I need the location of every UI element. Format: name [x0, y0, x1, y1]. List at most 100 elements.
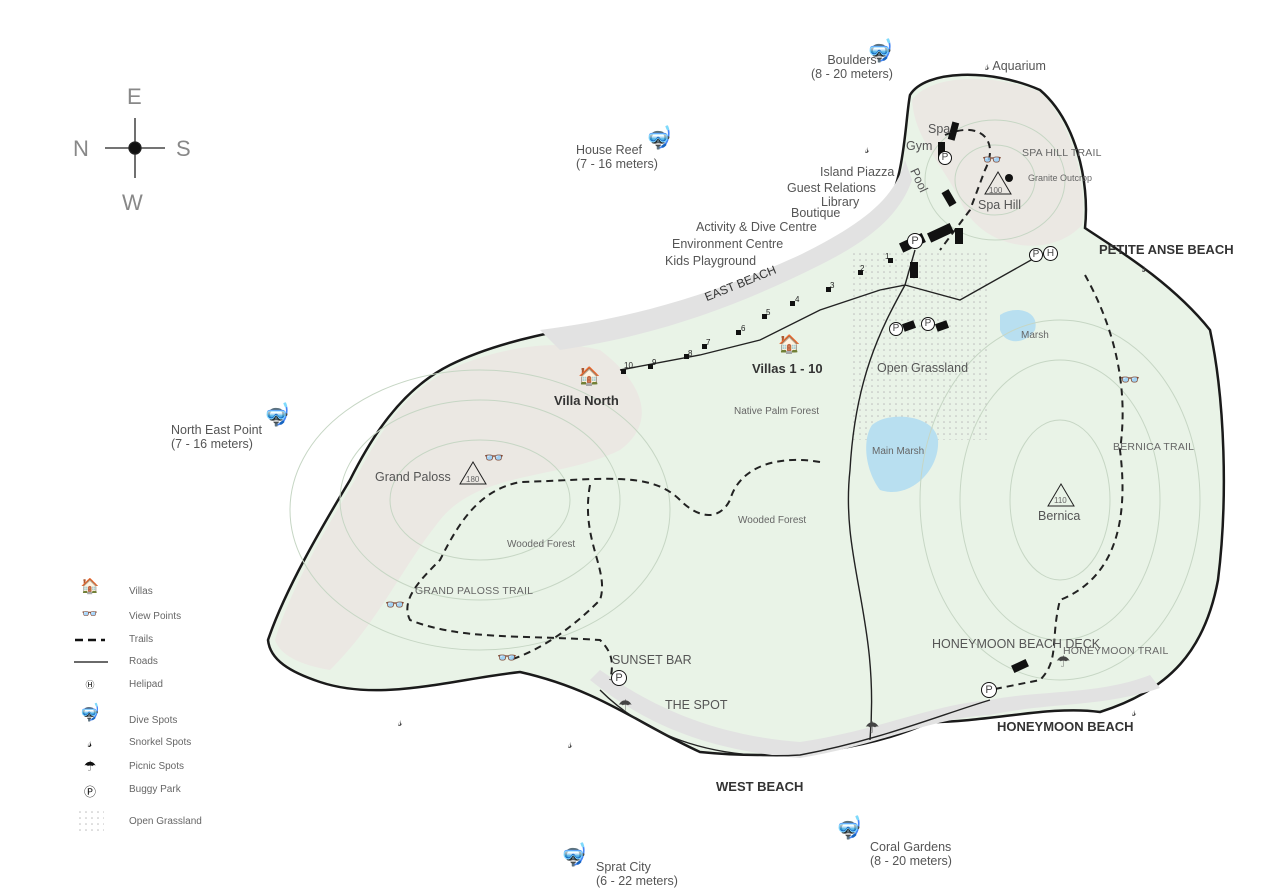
picnic-icon[interactable]: ☂: [1056, 654, 1071, 671]
villa-number[interactable]: 8: [688, 349, 693, 358]
facility-library[interactable]: Library: [821, 195, 860, 209]
facility-kids-playground[interactable]: Kids Playground: [665, 254, 757, 268]
view-point-icon[interactable]: 👓: [982, 152, 1002, 169]
dive-spot-depth: (7 - 16 meters): [171, 437, 253, 452]
picnic-icon[interactable]: ☂: [865, 720, 880, 737]
villa-number[interactable]: 7: [706, 338, 711, 347]
view-point-icon[interactable]: 👓: [1120, 372, 1140, 389]
legend-helipad: Helipad: [129, 679, 163, 690]
petite-anse-beach-label: PETITE ANSE BEACH: [1099, 242, 1234, 257]
dive-spot-name: Sprat City: [596, 860, 651, 874]
view-point-icon[interactable]: 👓: [385, 597, 405, 614]
snorkel-spot-aquarium[interactable]: 𝓈 Aquarium: [985, 59, 1046, 73]
helipad-icon: Ⓗ: [85, 680, 95, 690]
native-palm-forest-label: Native Palm Forest: [734, 406, 820, 417]
villa-markers: [621, 258, 893, 374]
snorkel-icon: 𝓈: [87, 736, 93, 750]
villa-number[interactable]: 1: [885, 252, 890, 261]
buggy-park-icon[interactable]: P: [938, 151, 952, 165]
sunset-bar-label[interactable]: SUNSET BAR: [612, 653, 692, 667]
buggy-park-icon[interactable]: P: [889, 322, 903, 336]
spa-hill-elevation: 100: [989, 186, 1003, 195]
legend-view-points: View Points: [129, 611, 182, 622]
facility-guest-relations[interactable]: Guest Relations: [787, 181, 876, 195]
facility-island-piazza[interactable]: Island Piazza: [820, 165, 895, 179]
spa-hill-label: Spa Hill: [978, 198, 1022, 212]
main-marsh-label: Main Marsh: [872, 446, 925, 457]
snorkel-icon[interactable]: 𝓈: [398, 715, 403, 729]
helipad-icon[interactable]: H: [1043, 246, 1058, 261]
honeymoon-trail-label: HONEYMOON TRAIL: [1063, 645, 1169, 657]
legend-snorkel-spots: Snorkel Spots: [129, 737, 192, 748]
dive-icon[interactable]: 🤿: [866, 38, 894, 63]
villa-number[interactable]: 6: [741, 324, 746, 333]
dive-spot-boulders[interactable]: Boulders(8 - 20 meters): [811, 53, 893, 82]
legend-buggy-park: Buggy Park: [129, 784, 181, 795]
villa-number[interactable]: 9: [652, 358, 657, 367]
picnic-icon[interactable]: ☂: [618, 698, 633, 715]
the-spot-label[interactable]: THE SPOT: [665, 698, 728, 712]
compass-west: W: [122, 190, 143, 215]
dive-spot-depth: (8 - 20 meters): [811, 67, 893, 82]
villa-number[interactable]: 4: [795, 295, 800, 304]
facility-gym[interactable]: Gym: [906, 139, 933, 153]
buggy-park-icon[interactable]: P: [1029, 248, 1043, 262]
dive-spot-coral-gardens[interactable]: Coral Gardens(8 - 20 meters): [870, 840, 952, 869]
view-point-icon[interactable]: 👓: [497, 650, 517, 667]
dive-icon[interactable]: 🤿: [835, 815, 863, 840]
villa-icon[interactable]: 🏠: [778, 334, 801, 354]
dive-spot-house-reef[interactable]: House Reef(7 - 16 meters): [576, 143, 658, 172]
villa-icon[interactable]: 🏠: [578, 366, 601, 386]
open-grassland-label: Open Grassland: [877, 361, 969, 375]
dive-spot-depth: (6 - 22 meters): [596, 874, 678, 889]
facility-environment-centre[interactable]: Environment Centre: [672, 237, 784, 251]
facility-activity-dive-centre[interactable]: Activity & Dive Centre: [696, 220, 817, 234]
view-point-icon[interactable]: 👓: [484, 450, 504, 467]
buggy-park-icon[interactable]: P: [907, 233, 923, 249]
granite-outcrop-dot: [1005, 174, 1013, 182]
villa-icon: 🏠: [80, 578, 100, 595]
villa-number[interactable]: 10: [624, 361, 633, 370]
dive-icon[interactable]: 🤿: [263, 402, 291, 427]
legend-villas: Villas: [129, 586, 153, 597]
legend-marks: [74, 638, 108, 834]
snorkel-icon[interactable]: 𝓈: [1142, 261, 1147, 275]
wooded-forest-label: Wooded Forest: [507, 539, 576, 550]
buggy-park-icon[interactable]: P: [981, 682, 997, 698]
trails: [406, 129, 1124, 691]
villa-number[interactable]: 5: [766, 308, 771, 317]
facility-boutique[interactable]: Boutique: [791, 206, 841, 220]
dive-spot-depth: (7 - 16 meters): [576, 157, 658, 172]
dive-icon[interactable]: 🤿: [645, 125, 673, 150]
snorkel-icon[interactable]: 𝓈: [865, 142, 870, 156]
dive-spot-name: House Reef: [576, 143, 643, 157]
roads: [599, 249, 1041, 757]
grand-paloss-label: Grand Paloss: [375, 470, 451, 484]
buggy-park-icon[interactable]: P: [611, 670, 627, 686]
legend-picnic-spots: Picnic Spots: [129, 761, 185, 772]
villa-north-label[interactable]: Villa North: [554, 393, 619, 408]
dive-spot-depth: (8 - 20 meters): [870, 854, 952, 869]
legend-dive-spots: Dive Spots: [129, 715, 178, 726]
dive-spot-north-east-point[interactable]: North East Point(7 - 16 meters): [171, 423, 262, 452]
buggy-park-icon[interactable]: P: [921, 317, 935, 331]
hill-area: [275, 345, 642, 670]
villas-label[interactable]: Villas 1 - 10: [752, 361, 823, 376]
marsh-label: Marsh: [1021, 330, 1049, 341]
picnic-icon: ☂: [83, 758, 97, 774]
dive-spot-name: Coral Gardens: [870, 840, 952, 854]
dive-spot-sprat-city[interactable]: Sprat City(6 - 22 meters): [596, 860, 678, 889]
granite-outcrop-label: Granite Outcrop: [1028, 173, 1093, 183]
facility-spa[interactable]: Spa: [928, 122, 951, 136]
legend-trails: Trails: [129, 634, 154, 645]
dive-icon[interactable]: 🤿: [560, 842, 588, 867]
snorkel-icon[interactable]: 𝓈: [568, 737, 573, 751]
villa-number[interactable]: 3: [830, 281, 835, 290]
villa-number[interactable]: 2: [860, 264, 865, 273]
honeymoon-beach-deck-label[interactable]: HONEYMOON BEACH DECK: [932, 637, 1101, 651]
wooded-forest-label: Wooded Forest: [738, 515, 807, 526]
main-marsh-water: [866, 416, 939, 492]
snorkel-icon[interactable]: 𝓈: [1132, 705, 1137, 719]
